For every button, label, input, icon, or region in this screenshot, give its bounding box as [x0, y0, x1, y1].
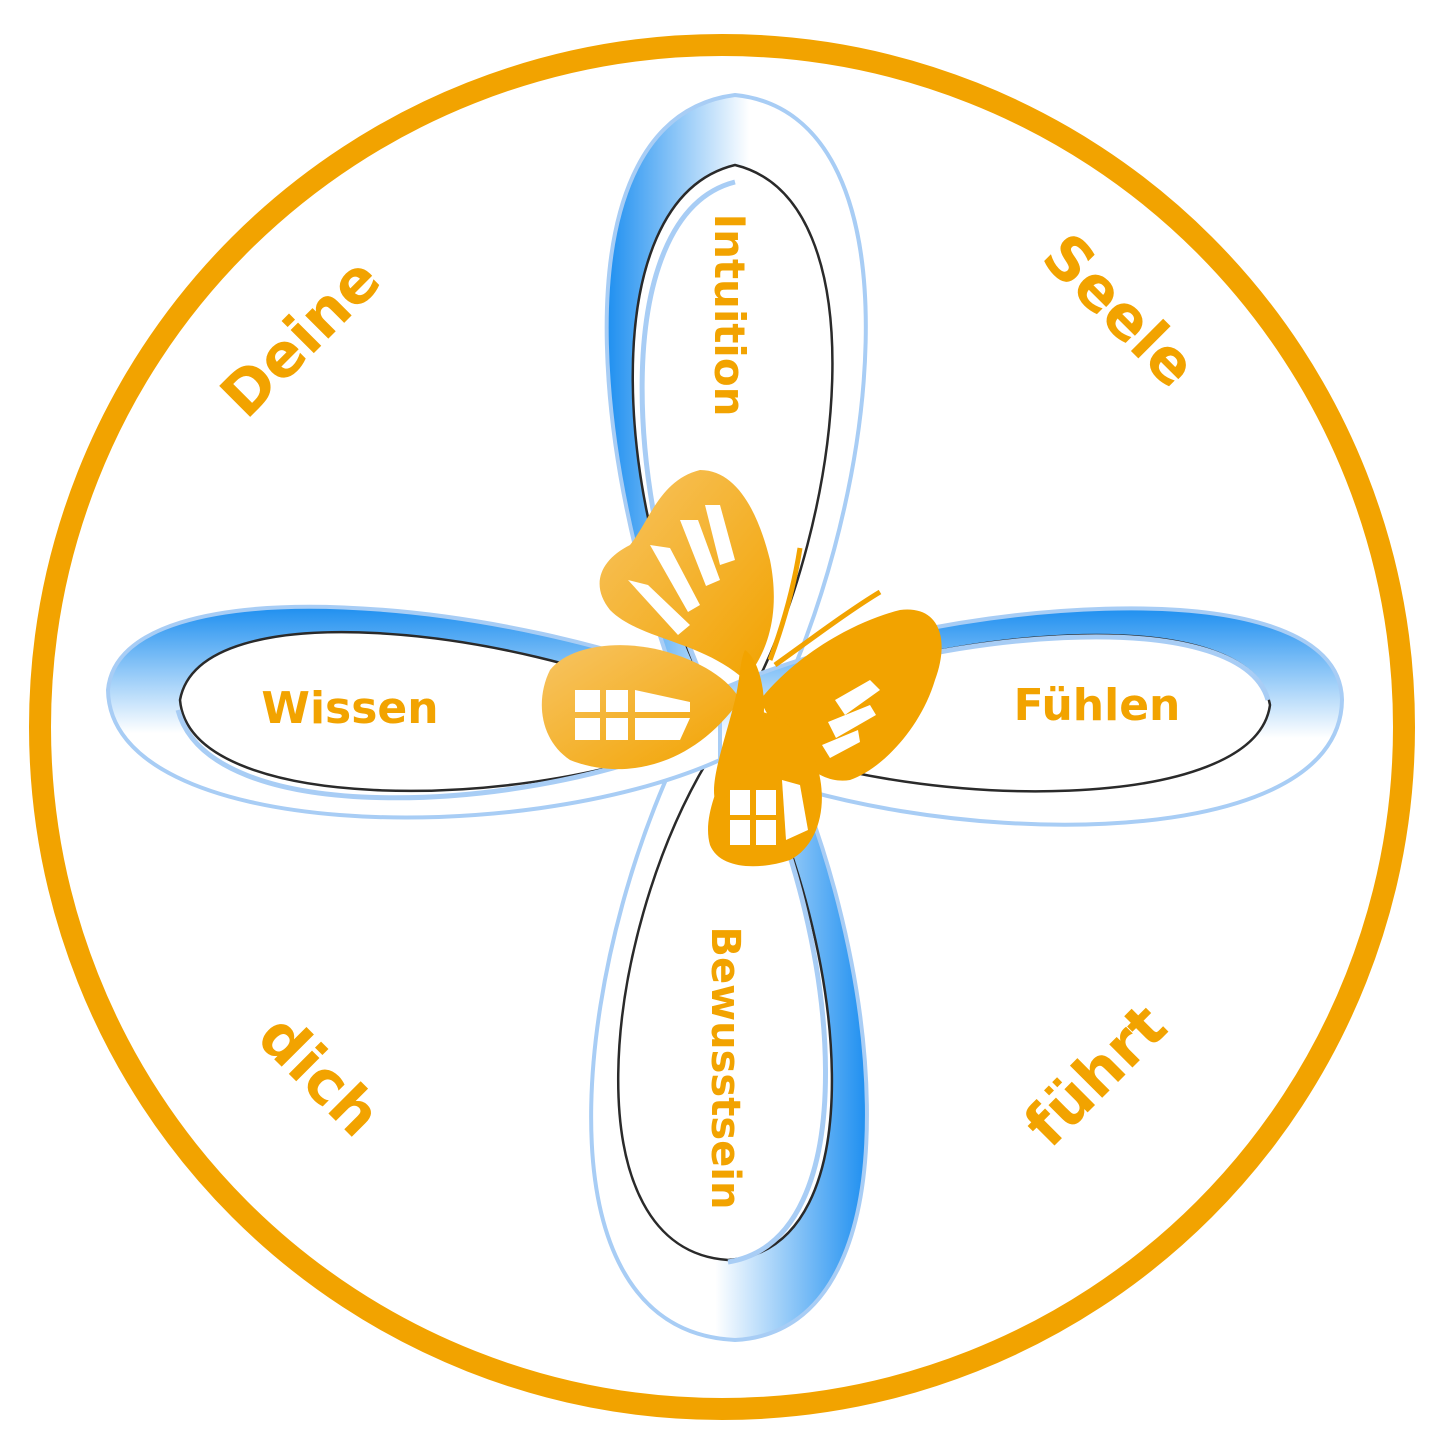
outer-ring: [29, 34, 1415, 1420]
petal-label-left: Wissen: [261, 683, 438, 734]
petal-bottom: [589, 718, 869, 1343]
ring-word-bottom-left: dich: [244, 1001, 394, 1151]
ring-word-top-right: Seele: [1029, 220, 1210, 401]
petal-label-right: Fühlen: [1014, 680, 1181, 731]
ring-word-top-left: Deine: [207, 244, 394, 431]
petal-label-bottom: Bewusstsein: [702, 927, 748, 1210]
ring-word-bottom-right: führt: [1011, 991, 1181, 1161]
butterfly-icon: [541, 470, 942, 867]
petal-label-top: Intuition: [705, 213, 754, 416]
